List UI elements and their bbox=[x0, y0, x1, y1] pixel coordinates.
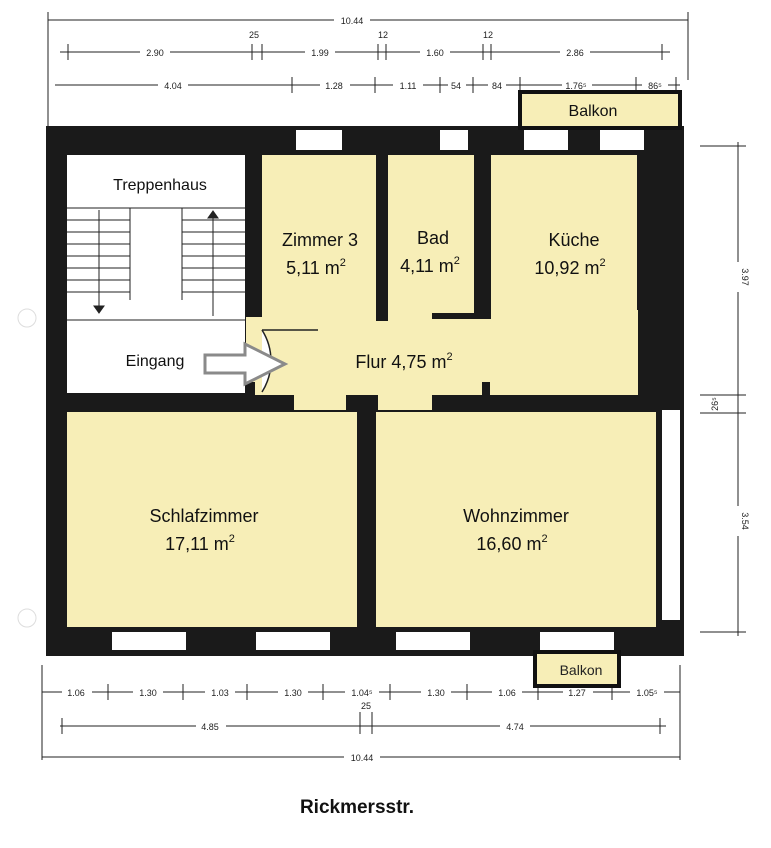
wall-zimmer3-bottom bbox=[376, 313, 388, 321]
dim-right-2: 3.54 bbox=[740, 512, 750, 530]
dim-right-1: 26⁵ bbox=[710, 397, 720, 411]
zimmer3-area-value: 5,11 m bbox=[286, 258, 340, 278]
label-bad-area: 4,11 m2 bbox=[400, 255, 460, 276]
windows bbox=[112, 130, 680, 650]
dim-top-r3-2: 1.11 bbox=[400, 81, 417, 91]
dim-top-r2-2: 1.60 bbox=[426, 48, 444, 58]
stairwell-wall-right bbox=[245, 155, 262, 317]
label-zimmer3-area: 5,11 m2 bbox=[286, 257, 346, 278]
dim-top-r3-3: 54 bbox=[451, 81, 461, 91]
room-schlafzimmer bbox=[67, 412, 357, 627]
label-wohnzimmer-name: Wohnzimmer bbox=[463, 506, 569, 526]
sup-2: 2 bbox=[340, 257, 346, 269]
dim-top-r3-1: 1.28 bbox=[325, 81, 343, 91]
balkon-bottom-label: Balkon bbox=[560, 662, 603, 678]
stairs bbox=[67, 207, 245, 321]
dim-bottom-r2-0: 4.85 bbox=[201, 722, 219, 732]
dim-top-r2-0: 2.90 bbox=[146, 48, 164, 58]
kueche-area-value: 10,92 m bbox=[534, 258, 599, 278]
dim-top-r1-0: 25 bbox=[249, 30, 259, 40]
dim-top-r2-1: 1.99 bbox=[311, 48, 329, 58]
room-wohnzimmer bbox=[376, 412, 656, 627]
dim-bottom-r2-2: 4.74 bbox=[506, 722, 524, 732]
dim-top-r3-0: 4.04 bbox=[164, 81, 182, 91]
label-wohnzimmer-area: 16,60 m2 bbox=[476, 533, 547, 554]
dim-top-r1-1: 12 bbox=[378, 30, 388, 40]
wall-flur-bottom-mid bbox=[346, 395, 378, 411]
dim-top-r3-5: 1.76⁵ bbox=[565, 81, 587, 91]
dim-bottom-r1-2: 1.03 bbox=[211, 688, 229, 698]
dimension-labels-right: 3.97 26⁵ 3.54 bbox=[710, 262, 750, 536]
wohnzimmer-area-value: 16,60 m bbox=[476, 534, 541, 554]
sup-2: 2 bbox=[599, 257, 605, 269]
dim-bottom-r1-6: 1.06 bbox=[498, 688, 516, 698]
label-bad-name: Bad bbox=[417, 228, 449, 248]
schlafzimmer-area-value: 17,11 m bbox=[165, 534, 229, 554]
dim-top-r2-3: 2.86 bbox=[566, 48, 584, 58]
dimension-labels-top: 10.44 25 12 12 2.90 1.99 1.60 2.86 4.04 … bbox=[140, 14, 668, 91]
dim-bottom-r1-8: 1.05⁵ bbox=[636, 688, 658, 698]
wall-kueche-right bbox=[638, 330, 656, 412]
label-kueche-area: 10,92 m2 bbox=[534, 257, 605, 278]
dim-bottom-r1-5: 1.30 bbox=[427, 688, 445, 698]
dim-bottom-r1-3: 1.30 bbox=[284, 688, 302, 698]
sup-2: 2 bbox=[454, 255, 460, 267]
wall-kueche-door bbox=[482, 382, 490, 396]
label-zimmer3-name: Zimmer 3 bbox=[282, 230, 358, 250]
dim-bottom-r2-1: 25 bbox=[361, 701, 371, 711]
sup-2: 2 bbox=[446, 351, 452, 363]
label-eingang: Eingang bbox=[126, 353, 185, 370]
wall-bad-bottom bbox=[432, 313, 491, 319]
entrance-arrow-icon bbox=[203, 341, 289, 387]
dim-bottom-r1-0: 1.06 bbox=[67, 688, 85, 698]
sup-2: 2 bbox=[229, 533, 235, 545]
flur-value: Flur 4,75 m bbox=[355, 352, 446, 372]
label-flur: Flur 4,75 m2 bbox=[355, 351, 452, 372]
dim-bottom-r1-4: 1.04⁵ bbox=[351, 688, 373, 698]
dimension-labels-bottom: 1.06 1.30 1.03 1.30 1.04⁵ 1.30 1.06 1.27… bbox=[62, 686, 664, 763]
bad-area-value: 4,11 m bbox=[400, 256, 454, 276]
wall-bad-kueche bbox=[474, 155, 491, 315]
balkon-top-label: Balkon bbox=[569, 103, 618, 120]
dim-bottom-total: 10.44 bbox=[351, 753, 374, 763]
dim-top-r3-6: 86⁵ bbox=[648, 81, 662, 91]
label-treppenhaus: Treppenhaus bbox=[113, 177, 207, 194]
dim-bottom-r1-1: 1.30 bbox=[139, 688, 157, 698]
binder-hole bbox=[17, 308, 37, 328]
wall-zimmer3-bad bbox=[376, 155, 388, 313]
balkon-top bbox=[518, 90, 682, 130]
wall-flur-bottom-left bbox=[246, 395, 294, 411]
balkon-bottom bbox=[533, 650, 621, 688]
dim-top-r3-4: 84 bbox=[492, 81, 502, 91]
dim-top-total: 10.44 bbox=[341, 16, 364, 26]
room-bad bbox=[388, 155, 474, 313]
wall-schlaf-wohn bbox=[357, 408, 376, 627]
street-name: Rickmersstr. bbox=[300, 797, 414, 818]
label-kueche-name: Küche bbox=[548, 230, 599, 250]
entrance-wall-post bbox=[245, 382, 255, 396]
room-zimmer3 bbox=[262, 155, 376, 320]
dim-right-0: 3.97 bbox=[740, 268, 750, 286]
dim-bottom-r1-7: 1.27 bbox=[568, 688, 586, 698]
label-schlafzimmer-area: 17,11 m2 bbox=[165, 533, 235, 554]
wall-flur-bottom-right bbox=[432, 395, 638, 411]
dim-top-r1-2: 12 bbox=[483, 30, 493, 40]
sup-2: 2 bbox=[541, 533, 547, 545]
label-schlafzimmer-name: Schlafzimmer bbox=[149, 506, 258, 526]
room-flur bbox=[246, 310, 638, 410]
stairwell bbox=[67, 155, 245, 393]
dimension-lines-right bbox=[700, 142, 746, 636]
binder-hole bbox=[17, 608, 37, 628]
